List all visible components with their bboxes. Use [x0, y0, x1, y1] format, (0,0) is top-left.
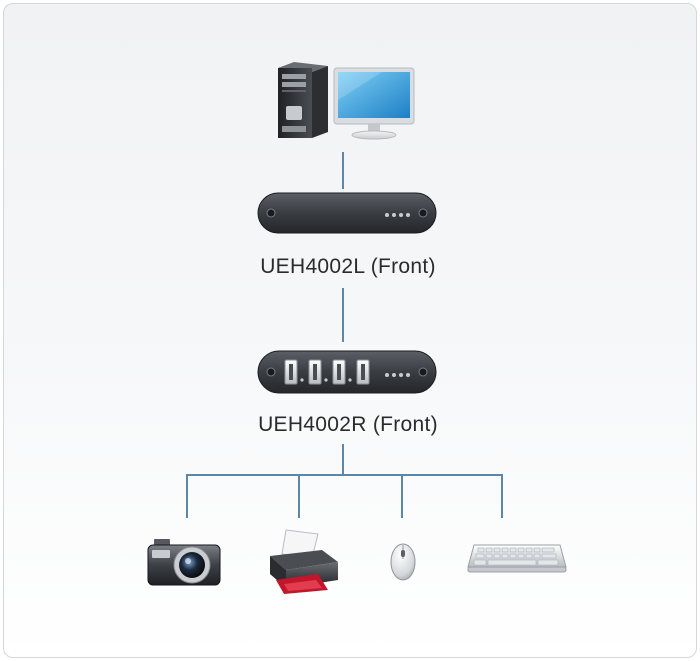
computer-icon: [272, 60, 420, 142]
ueh4002l-label: UEH4002L (Front): [198, 255, 498, 279]
connector-to-printer: [298, 474, 300, 518]
connector-to-camera: [186, 474, 188, 518]
keyboard-icon: [466, 541, 568, 575]
usb-port-icon: [309, 360, 321, 384]
usb-port-icon: [285, 360, 297, 384]
mouse-icon: [389, 542, 417, 582]
connector-local-to-remote: [342, 288, 344, 342]
connector-to-keyboard: [501, 474, 503, 518]
connector-to-mouse: [401, 474, 403, 518]
camera-icon: [146, 536, 222, 588]
ueh4002l-unit-icon: [257, 191, 437, 235]
printer-icon: [266, 528, 342, 596]
usb-port-icon: [357, 360, 369, 384]
connector-computer-to-local: [342, 152, 344, 189]
connector-branch-bar: [186, 474, 503, 476]
usb-port-icon: [333, 360, 345, 384]
ueh4002r-unit-icon: [257, 349, 437, 395]
diagram-frame: UEH4002L (Front): [3, 3, 697, 658]
connector-remote-trunk: [342, 444, 344, 476]
ueh4002r-label: UEH4002R (Front): [198, 413, 498, 437]
